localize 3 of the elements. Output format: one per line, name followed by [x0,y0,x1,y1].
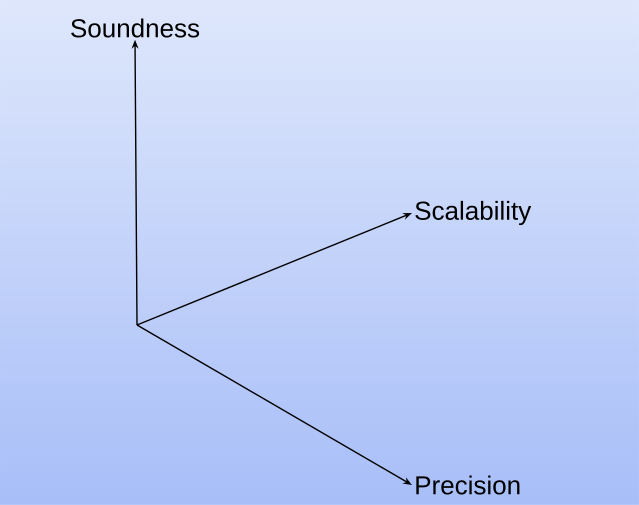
axis-label: Soundness [71,18,200,38]
axis-label: Precision [416,475,520,495]
axis-label: Scalability [415,200,532,226]
